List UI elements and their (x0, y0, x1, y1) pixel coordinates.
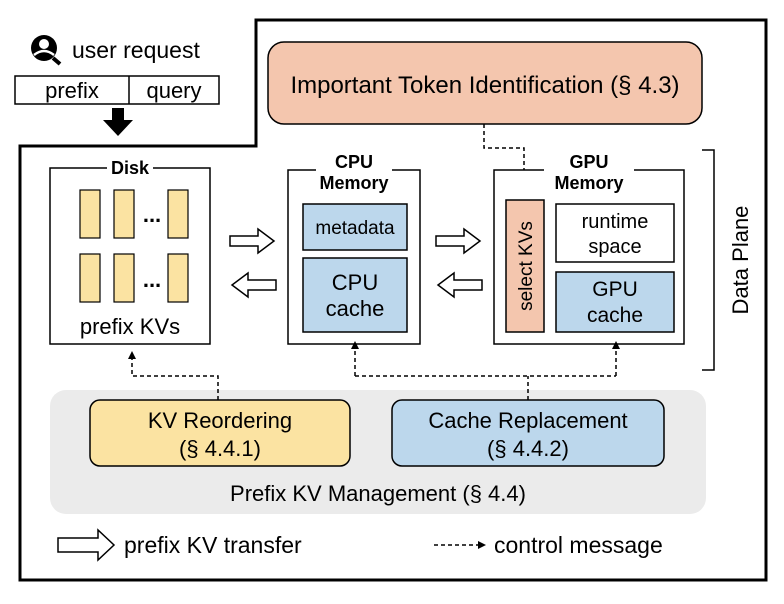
request-down-arrow (103, 108, 133, 136)
data-plane-label: Data Plane (728, 206, 753, 315)
cache-replacement-box (391, 399, 665, 467)
kv-reordering-box (89, 399, 351, 467)
management-caption: Prefix KV Management (§ 4.4) (230, 481, 526, 506)
runtime-space-box (555, 203, 675, 263)
transfer-arrow-cpu-to-disk (230, 271, 277, 299)
select-kvs-label: select KVs (516, 221, 537, 311)
transfer-arrow-gpu-to-cpu (436, 271, 483, 299)
metadata-label: metadata (315, 218, 395, 239)
kv-block (79, 189, 101, 239)
cache-replacement-label-2: (§ 4.4.2) (487, 436, 569, 461)
gpu-cache-box (555, 271, 675, 333)
transfer-arrow-disk-to-cpu (229, 227, 276, 255)
kv-block (113, 253, 135, 303)
cpu-memory-title-2: Memory (319, 173, 388, 193)
disk-ellipsis-bottom: ... (143, 267, 161, 292)
cache-replacement-label-1: Cache Replacement (428, 408, 627, 433)
kv-block (79, 253, 101, 303)
gpu-memory-title-2: Memory (554, 173, 623, 193)
request-query: query (146, 78, 201, 103)
disk-ellipsis-top: ... (143, 202, 161, 227)
cpu-memory-title-1: CPU (335, 152, 373, 172)
system-boundary (18, 18, 768, 582)
legend-control-label: control message (494, 532, 663, 558)
kv-block (167, 253, 189, 303)
runtime-space-label-1: runtime (582, 211, 649, 233)
request-prefix: prefix (45, 78, 99, 103)
kv-reordering-label-1: KV Reordering (148, 408, 292, 433)
metadata-box (302, 203, 408, 251)
legend-transfer-label: prefix KV transfer (124, 532, 302, 558)
runtime-space-label-2: space (588, 236, 641, 258)
kv-block (113, 189, 135, 239)
transfer-arrow-cpu-to-gpu (435, 227, 482, 255)
disk-title: Disk (111, 158, 150, 178)
request-bar (14, 75, 220, 105)
cpu-cache-label-2: cache (326, 296, 385, 321)
gpu-memory-title-1: GPU (569, 152, 608, 172)
select-kvs-box (505, 199, 545, 333)
prefix-kvs-label: prefix KVs (80, 314, 180, 339)
gpu-cache-label-2: cache (587, 304, 643, 327)
user-icon (31, 35, 62, 66)
kv-block (167, 189, 189, 239)
control-arrow-reorder-to-disk (128, 351, 219, 400)
kv-reordering-label-2: (§ 4.4.1) (179, 436, 261, 461)
legend-transfer-arrow-icon (57, 528, 116, 562)
control-arrow-replace-to-caches (355, 375, 616, 400)
cpu-cache-box (302, 257, 408, 333)
important-token-box (267, 41, 703, 125)
important-token-label: Important Token Identification (§ 4.3) (290, 72, 679, 99)
data-plane-bracket (702, 149, 715, 371)
gpu-cache-label-1: GPU (592, 278, 638, 301)
cpu-cache-label-1: CPU (332, 270, 378, 295)
user-request-label: user request (72, 37, 200, 63)
